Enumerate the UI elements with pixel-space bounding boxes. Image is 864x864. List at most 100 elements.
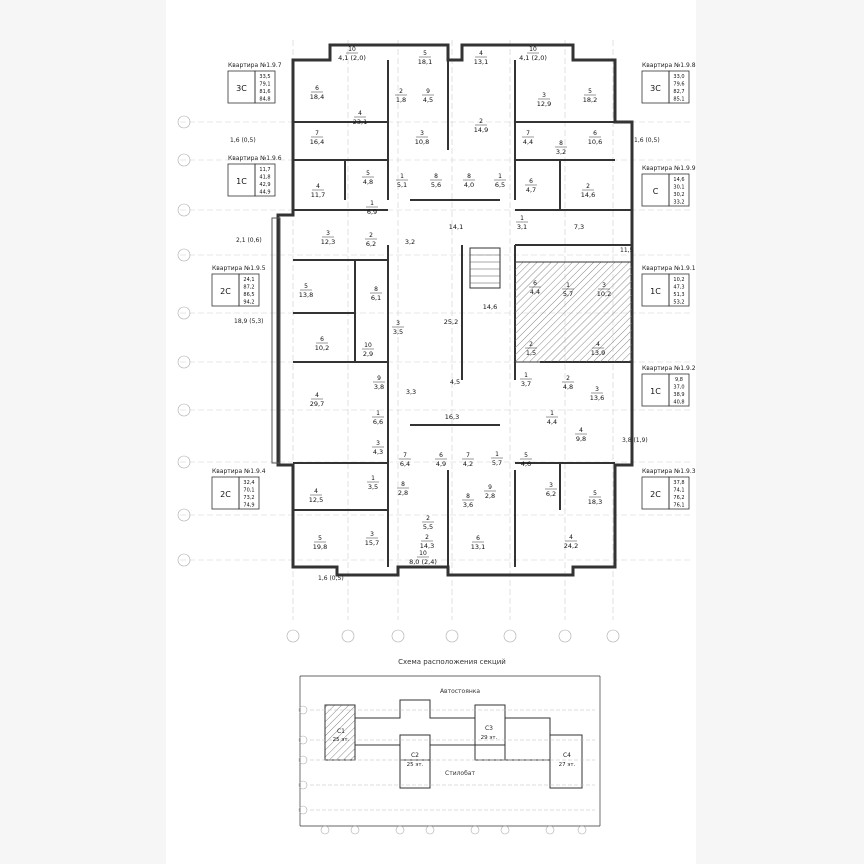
side-label: 2,1 (0,6) — [236, 237, 262, 244]
room-number: 4 — [314, 488, 318, 495]
room-area: 16,4 — [310, 138, 324, 146]
room-area: 23,1 — [353, 118, 367, 126]
room-label: 15,7 — [491, 451, 503, 467]
room-number: 4 — [358, 110, 362, 117]
balcony-left — [271, 217, 281, 464]
room-area: 4,1 (2,0) — [338, 54, 366, 62]
room-area: 3,8 — [374, 383, 384, 391]
room-area: 13,1 — [471, 543, 485, 551]
room-area: 10,2 — [597, 290, 611, 298]
apartment-value: 11,7 — [259, 167, 270, 173]
room-label: 104,1 (2,0) — [338, 46, 366, 62]
room-number: 5 — [318, 535, 322, 542]
room-number: 3 — [602, 282, 606, 289]
apartment-title: Квартира №1.9.7 — [228, 62, 282, 69]
apartment-value: 33,0 — [673, 74, 684, 80]
room-label: 610,6 — [588, 130, 602, 146]
room-number: 4 — [569, 534, 573, 541]
room-area: 5,1 — [397, 181, 407, 189]
room-area: 4,5 — [423, 96, 433, 104]
room-area: 13,1 — [474, 58, 488, 66]
room-label: 424,2 — [564, 534, 578, 550]
room-label: 15,7 — [562, 282, 574, 298]
section-c3-floors: 29 эт. — [481, 735, 498, 741]
apartment-title: Квартира №1.9.3 — [642, 468, 696, 475]
apartment-value: 85,1 — [673, 97, 684, 103]
room-number: 1 — [370, 200, 374, 207]
section-c4-floors: 27 эт. — [559, 762, 576, 768]
room-area: 6,5 — [495, 181, 505, 189]
room-label: 54,8 — [362, 170, 374, 186]
room-area: 4,4 — [530, 288, 540, 296]
room-area: 24,2 — [564, 542, 578, 550]
room-number: 10 — [364, 342, 372, 349]
room-label: 85,6 — [430, 173, 442, 189]
room-number: 7 — [466, 452, 470, 459]
room-area: 18,3 — [588, 498, 602, 506]
room-label: 412,5 — [309, 488, 323, 504]
room-number: 3 — [396, 320, 400, 327]
room-label: 413,1 — [474, 50, 488, 66]
room-number: 2 — [425, 534, 429, 541]
room-label: 13,1 — [516, 215, 528, 231]
section-c1-name: С1 — [337, 728, 345, 735]
room-label: 429,7 — [310, 392, 324, 408]
room-label: 313,6 — [590, 386, 604, 402]
room-label: 64,7 — [525, 178, 537, 194]
room-number: 6 — [476, 535, 480, 542]
room-area: 4,8 — [563, 383, 573, 391]
room-area: 3,6 — [463, 501, 473, 509]
side-label: 11,5 — [620, 247, 634, 254]
apartment-value: 33,5 — [259, 74, 270, 80]
apartment-type: 3С — [236, 84, 247, 93]
apartment-type: С — [653, 187, 659, 196]
apartment-value: 81,6 — [259, 89, 270, 95]
room-label: 14,1 — [449, 223, 463, 231]
room-label: 26,2 — [365, 232, 377, 248]
room-label: 74,4 — [522, 130, 534, 146]
room-area: 12,9 — [537, 100, 551, 108]
staircase — [469, 247, 501, 289]
room-area: 3,5 — [393, 328, 403, 336]
room-number: 3 — [549, 482, 553, 489]
apartment-title: Квартира №1.9.6 — [228, 155, 282, 162]
room-label: 716,4 — [310, 130, 324, 146]
room-label: 83,2 — [555, 140, 567, 156]
room-number: 8 — [401, 481, 405, 488]
room-label: 14,6 — [483, 303, 497, 311]
room-number: 4 — [596, 341, 600, 348]
room-label: 64,4 — [529, 280, 541, 296]
room-number: 1 — [371, 475, 375, 482]
apartment-title: Квартира №1.9.2 — [642, 365, 696, 372]
room-area: 3,7 — [521, 380, 531, 388]
room-area: 6,6 — [373, 418, 383, 426]
room-number: 4 — [579, 427, 583, 434]
room-label: 423,1 — [353, 110, 367, 126]
room-area: 11,7 — [311, 191, 325, 199]
room-label: 16,5 — [494, 173, 506, 189]
drawing-sheet — [166, 0, 696, 864]
room-number: 4 — [316, 183, 320, 190]
room-number: 5 — [423, 50, 427, 57]
room-area: 3,2 — [405, 238, 415, 246]
room-area: 14,6 — [581, 191, 595, 199]
room-number: 6 — [315, 85, 319, 92]
room-area: 6,2 — [546, 490, 556, 498]
room-area: 5,5 — [423, 523, 433, 531]
room-area: 25,2 — [444, 318, 458, 326]
room-number: 8 — [434, 173, 438, 180]
room-number: 1 — [495, 451, 499, 458]
apartment-value: 30,2 — [673, 192, 684, 198]
room-number: 6 — [529, 178, 533, 185]
room-label: 310,8 — [415, 130, 429, 146]
room-label: 64,9 — [435, 452, 447, 468]
hatched-zone — [514, 261, 633, 363]
room-label: 74,2 — [462, 452, 474, 468]
room-label: 25,2 — [444, 318, 458, 326]
room-area: 4,4 — [523, 138, 533, 146]
side-labels: 1,6 (0,5)1,6 (0,5)2,1 (0,6)11,518,9 (5,3… — [230, 137, 660, 582]
section-c2-name: С2 — [411, 752, 419, 759]
